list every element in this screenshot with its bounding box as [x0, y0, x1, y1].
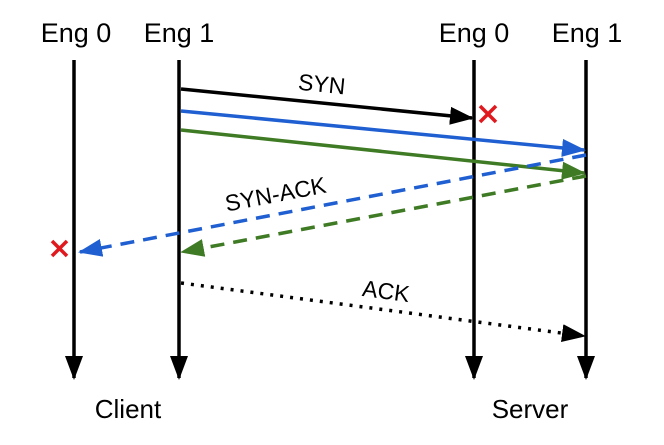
syn-ack-label: SYN-ACK — [223, 172, 329, 217]
drop-cross-icon-server — [478, 104, 498, 124]
footer-server: Server — [492, 394, 569, 424]
syn-arrow-blue — [180, 109, 586, 157]
ack-label: ACK — [361, 275, 412, 307]
header-client-eng1: Eng 1 — [144, 18, 215, 48]
drop-cross-icon-client — [50, 239, 69, 258]
syn-ack-arrow-blue — [78, 153, 587, 257]
header-server-eng0: Eng 0 — [439, 18, 510, 48]
footer-client: Client — [95, 394, 162, 424]
syn-arrow-to-server-eng0 — [180, 87, 474, 125]
syn-arrow-green — [180, 128, 586, 180]
header-server-eng1: Eng 1 — [552, 18, 623, 48]
syn-label: SYN — [297, 69, 347, 100]
header-client-eng0: Eng 0 — [41, 18, 112, 48]
